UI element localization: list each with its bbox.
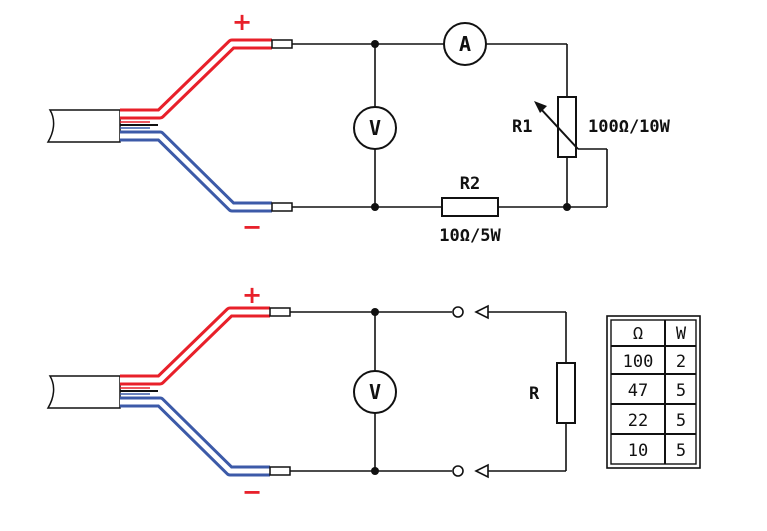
table-cell: 2 xyxy=(676,352,686,372)
table-cell: 5 xyxy=(676,381,686,401)
top-cable-jacket xyxy=(46,109,121,143)
resistor-r2 xyxy=(441,197,499,217)
table-cell: 22 xyxy=(628,411,648,431)
ammeter: A xyxy=(443,22,487,66)
terminal-bottom xyxy=(452,465,464,477)
resistor-values-table: Ω W 100 2 47 5 22 5 10 5 xyxy=(606,315,701,469)
table-cell: 100 xyxy=(623,352,654,372)
voltmeter-bottom-label: V xyxy=(369,380,381,404)
table-cell: 10 xyxy=(628,441,648,461)
bottom-plus-sign: + xyxy=(242,281,262,309)
junction-dot xyxy=(371,467,379,475)
r1-name-label: R1 xyxy=(512,117,532,137)
top-negative-lead xyxy=(120,130,293,213)
top-circuit: + − A V xyxy=(46,8,671,246)
voltmeter-top: V xyxy=(353,106,397,150)
voltmeter-top-label: V xyxy=(369,116,381,140)
bottom-cable-jacket xyxy=(46,375,121,409)
table-cell: 5 xyxy=(676,411,686,431)
r1-value-label: 100Ω/10W xyxy=(588,117,671,137)
terminal-top xyxy=(452,306,464,318)
table-cell: 47 xyxy=(628,381,648,401)
bottom-minus-sign: − xyxy=(242,478,262,506)
voltmeter-bottom: V xyxy=(353,370,397,414)
bottom-wires xyxy=(290,311,567,472)
junction-dot xyxy=(371,308,379,316)
table-cell: 5 xyxy=(676,441,686,461)
plug-arrow-icon xyxy=(474,304,489,320)
top-plus-sign: + xyxy=(232,8,252,36)
ammeter-label: A xyxy=(459,32,471,56)
junction-dot xyxy=(371,203,379,211)
resistor-r xyxy=(556,362,576,424)
table-header-watt: W xyxy=(676,324,687,344)
bottom-positive-lead xyxy=(120,306,291,386)
top-minus-sign: − xyxy=(242,213,262,241)
table-header-ohm: Ω xyxy=(633,324,643,344)
junction-dot xyxy=(563,203,571,211)
r2-name-label: R2 xyxy=(460,174,480,194)
top-positive-lead xyxy=(120,38,293,120)
plug-arrow-icon xyxy=(474,463,489,479)
resistor-r1 xyxy=(534,96,579,158)
junction-dot xyxy=(371,40,379,48)
r-name-label: R xyxy=(529,384,540,404)
bottom-circuit: + − V R xyxy=(46,281,701,506)
bottom-negative-lead xyxy=(120,396,291,477)
r2-value-label: 10Ω/5W xyxy=(439,226,501,246)
top-wires xyxy=(292,43,608,208)
